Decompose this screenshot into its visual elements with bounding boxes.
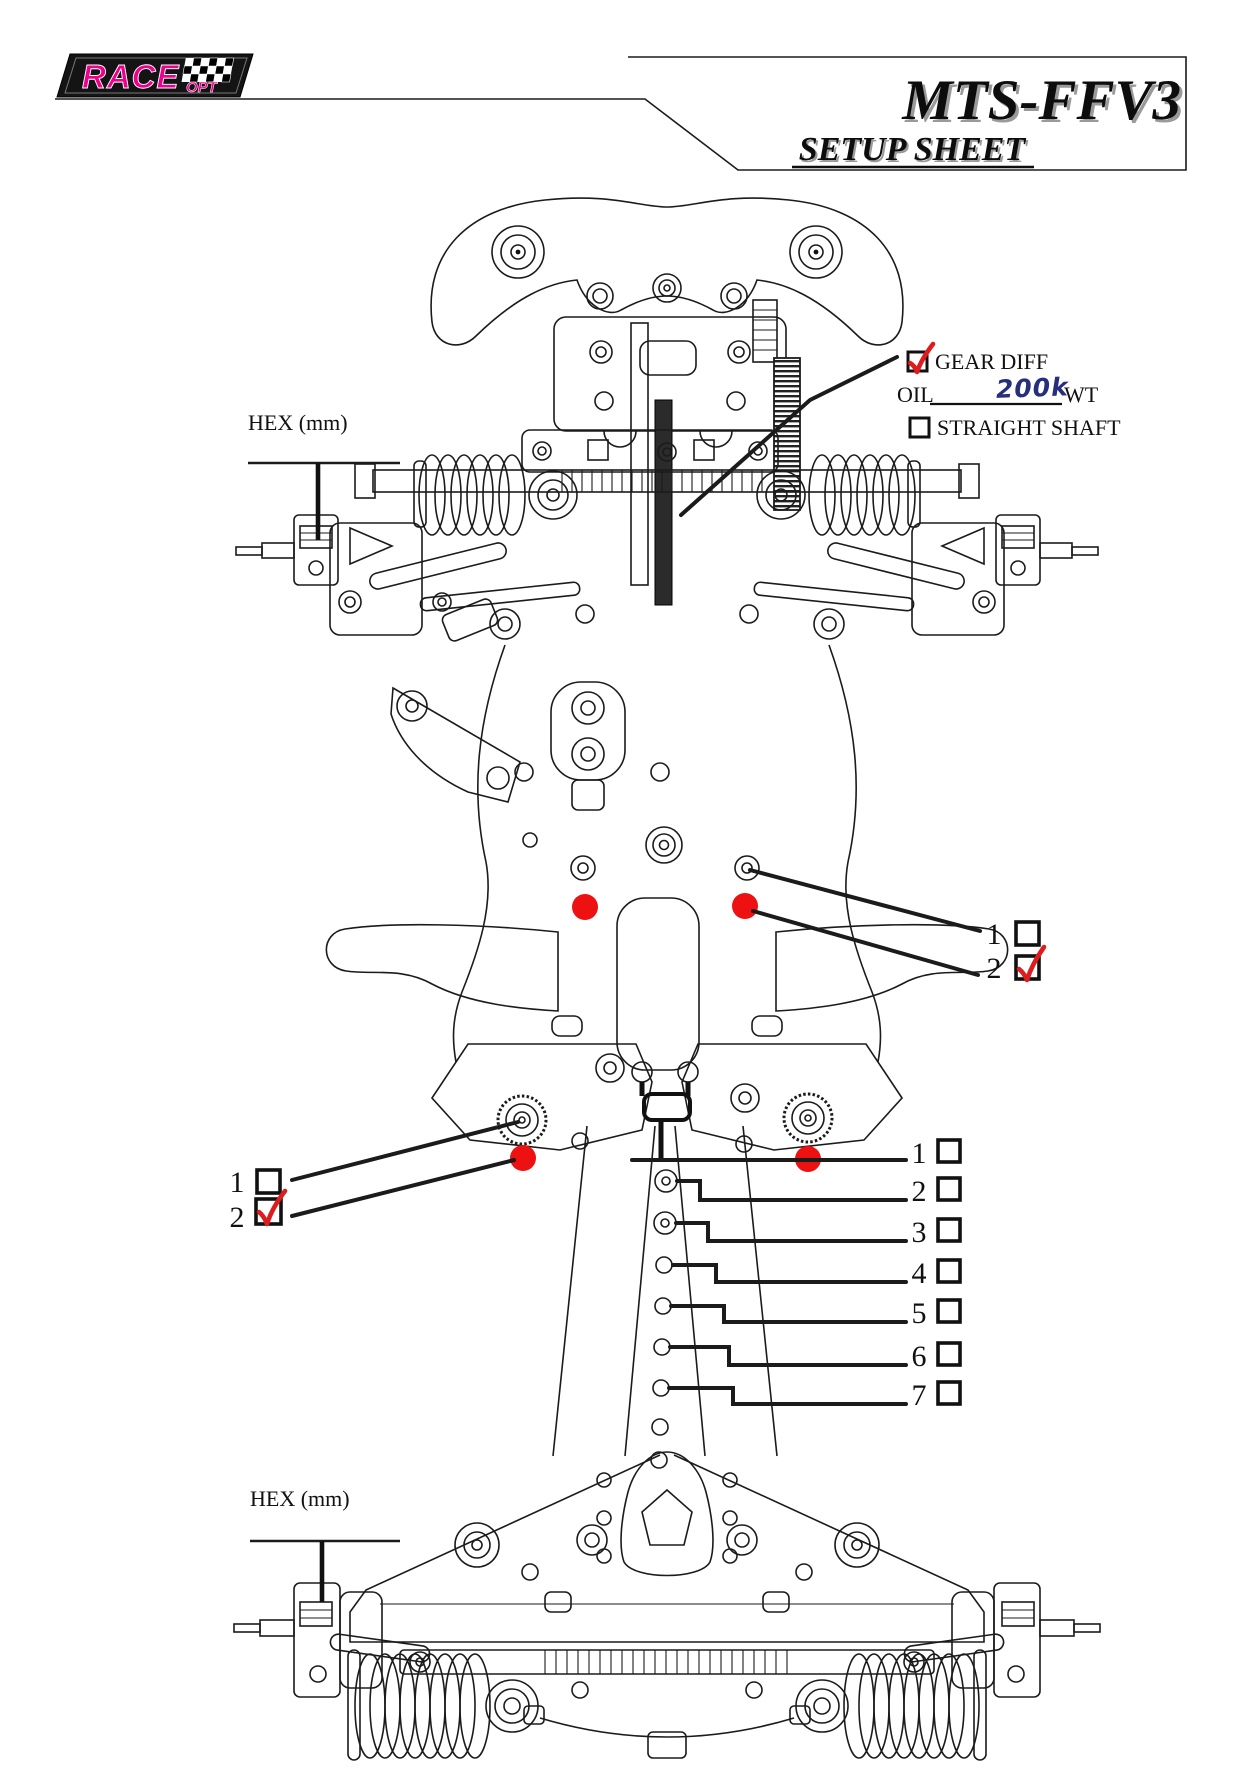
upper-position-label-2: 2: [987, 952, 1002, 985]
link-leader-5: [669, 1304, 908, 1324]
front-hub-left: [235, 514, 395, 586]
header-border: [55, 56, 1187, 171]
lower-left-position-annotation: 1 2: [230, 1120, 520, 1234]
link-position-label-4: 4: [912, 1257, 927, 1290]
marker-dot: [732, 893, 758, 919]
page-subtitle-shadow: SETUP SHEET: [801, 133, 1029, 170]
lower-left-checkbox-1[interactable]: [255, 1168, 282, 1195]
knurled-post-left: [496, 1094, 548, 1146]
link-position-checkbox-3[interactable]: [936, 1217, 962, 1243]
rear-hex-label: HEX (mm): [250, 1486, 350, 1511]
link-position-label-6: 6: [912, 1340, 927, 1373]
link-position-label-3: 3: [912, 1216, 927, 1249]
page-subtitle: SETUP SHEET: [799, 131, 1027, 168]
lower-left-label-1: 1: [230, 1166, 245, 1199]
upper-position-annotation: 1 2: [748, 868, 1047, 985]
rear-assembly-drawing: [233, 1451, 1101, 1761]
lower-left-leader-1: [290, 1120, 520, 1182]
link-position-checkbox-2[interactable]: [936, 1176, 962, 1202]
upper-position-checkmark-2: [1016, 944, 1047, 983]
mid-chassis-drawing: [325, 644, 1009, 1469]
brand-logo: RACE OPT: [56, 53, 254, 98]
upper-position-label-1: 1: [987, 918, 1002, 951]
upper-position-leader-1: [748, 868, 982, 933]
diff-annotation: GEAR DIFF OIL 200k WT STRAIGHT SHAFT: [679, 341, 1121, 517]
title-block: MTS-FFV3 MTS-FFV3 SETUP SHEET SETUP SHEE…: [792, 69, 1184, 170]
oil-label: OIL: [897, 382, 934, 407]
link-leader-2: [675, 1179, 908, 1202]
straight-shaft-label: STRAIGHT SHAFT: [937, 415, 1121, 440]
front-hex-label: HEX (mm): [248, 410, 348, 435]
link-position-checkbox-4[interactable]: [936, 1258, 962, 1284]
gear-diff-label: GEAR DIFF: [935, 349, 1048, 374]
link-positions-annotation: 1 2 3 4 5 6 7: [630, 1137, 962, 1412]
link-leader-7: [667, 1386, 908, 1406]
bumper-mount-right: [789, 225, 843, 279]
link-position-holes: [650, 1169, 678, 1469]
front-shock-right: [756, 454, 921, 536]
lower-left-leader-2: [290, 1158, 516, 1218]
link-position-checkbox-5[interactable]: [936, 1298, 962, 1324]
knurled-post-right: [782, 1092, 834, 1144]
front-hex-annotation: HEX (mm): [248, 410, 400, 540]
front-assembly-drawing: [235, 197, 1099, 642]
link-position-checkbox-1[interactable]: [936, 1138, 962, 1164]
oil-unit-label: WT: [1064, 382, 1099, 407]
link-position-checkbox-6[interactable]: [936, 1341, 962, 1367]
page-title: MTS-FFV3: [901, 69, 1181, 132]
front-shock-left: [413, 454, 578, 536]
front-hub-right: [939, 514, 1099, 586]
page-title-shadow: MTS-FFV3: [904, 72, 1184, 135]
upper-position-leader-2: [751, 909, 980, 977]
brand-logo-text: RACE: [82, 58, 180, 95]
spur-gear: [773, 357, 801, 511]
lower-left-label-2: 2: [230, 1201, 245, 1234]
link-position-checkbox-7[interactable]: [936, 1380, 962, 1406]
rear-shock-right: [795, 1649, 987, 1761]
straight-shaft-checkbox[interactable]: [908, 416, 931, 439]
link-leader-4: [671, 1263, 908, 1284]
checkered-flag-icon: [181, 57, 235, 83]
brand-logo-subtext: OPT: [186, 79, 219, 96]
link-position-label-1: 1: [912, 1137, 927, 1170]
link-position-label-7: 7: [912, 1379, 927, 1412]
position-markers: [510, 893, 821, 1172]
upper-position-checkbox-1[interactable]: [1014, 920, 1041, 947]
diff-leader-line: [679, 355, 899, 517]
marker-dot: [572, 894, 598, 920]
link-leader-3: [674, 1221, 908, 1243]
rear-hub-right: [951, 1582, 1101, 1698]
link-position-label-5: 5: [912, 1297, 927, 1330]
oil-value[interactable]: 200k: [995, 372, 1069, 404]
bumper-mount-left: [491, 225, 545, 279]
rear-hex-annotation: HEX (mm): [250, 1486, 400, 1602]
marker-dot: [510, 1145, 536, 1171]
gear-diff-checkmark: [907, 341, 936, 375]
link-leader-6: [668, 1345, 908, 1367]
rear-shock-left: [347, 1649, 539, 1761]
lower-left-checkmark-2: [256, 1188, 288, 1227]
link-position-label-2: 2: [912, 1175, 927, 1208]
